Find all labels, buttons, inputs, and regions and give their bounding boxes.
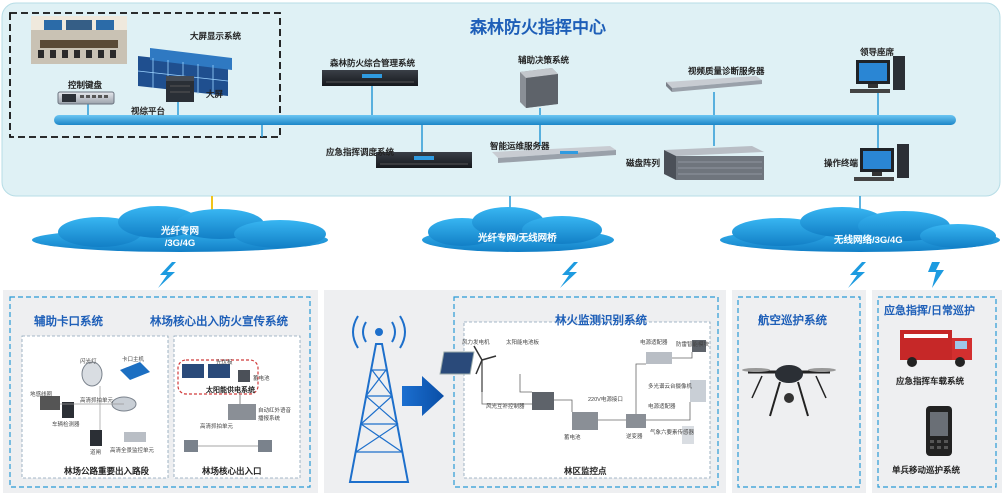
fire-monitor-devices bbox=[439, 340, 706, 444]
panorama-label: 高清全景监控单元 bbox=[110, 448, 155, 454]
fire-battery-label: 蓄电池 bbox=[564, 435, 581, 441]
emergency-title: 应急指挥/日常巡护 bbox=[884, 305, 976, 317]
conference-room-image bbox=[31, 16, 127, 64]
inverter-label: 逆变器 bbox=[626, 434, 643, 440]
hd-cam-label: 高清抓拍单元 bbox=[80, 398, 114, 404]
smart-ops-label: 智能运维服务器 bbox=[490, 141, 550, 151]
forest-mgmt-server bbox=[322, 70, 418, 86]
fire-monitor-footer: 林区监控点 bbox=[564, 466, 607, 476]
network-bus bbox=[54, 115, 956, 125]
solar-system-label: 太阳能供电系统 bbox=[206, 387, 255, 394]
wind-solar-ctrl-label: 风光互补控制器 bbox=[486, 404, 525, 410]
cloud-label-1-line2: /3G/4G bbox=[164, 238, 196, 249]
emergency-dispatch-server bbox=[376, 152, 472, 168]
big-screen-label: 大屏 bbox=[206, 89, 224, 99]
core-entry-footer: 林场核心出入口 bbox=[202, 466, 262, 476]
big-screen-system-label: 大屏显示系统 bbox=[190, 31, 242, 41]
detector-label: 地感线圈 bbox=[30, 392, 53, 398]
pan-tilt-label: 多光谱云台摄像机 bbox=[648, 384, 693, 390]
smart-ops-server bbox=[492, 146, 616, 163]
forest-mgmt-label: 森林防火综合管理系统 bbox=[330, 58, 416, 68]
disk-array-label: 磁盘阵列 bbox=[626, 158, 661, 168]
power-220-label: 220V电源接口 bbox=[588, 397, 623, 403]
assist-decision-label: 辅助决策系统 bbox=[518, 55, 570, 65]
emergency-dispatch-label: 应急指挥调度系统 bbox=[326, 147, 395, 157]
gate-label: 道闸 bbox=[90, 450, 102, 456]
lightning-bolts bbox=[158, 262, 944, 288]
core-hdcam-label: 高清抓拍单元 bbox=[200, 424, 234, 430]
cloud-label-2: 光纤专网/无线网桥 bbox=[478, 233, 557, 244]
video-quality-label: 视频质量诊断服务器 bbox=[688, 66, 765, 76]
direction-arrow bbox=[402, 376, 444, 416]
assist-decision-server bbox=[520, 68, 558, 108]
cloud-wireless-3g4g bbox=[720, 207, 1000, 252]
flash-label: 闪光灯 bbox=[80, 359, 97, 365]
weather-label: 气象六要素传感器 bbox=[650, 430, 695, 436]
wind-gen-label: 风力发电机 bbox=[462, 340, 490, 346]
cloud-label-1: 光纤专网 /3G/4G bbox=[150, 226, 210, 250]
fire-monitor-title: 林火监测识别系统 bbox=[555, 315, 647, 327]
op-terminal-label: 操作终端 bbox=[824, 158, 859, 168]
cloud-label-3: 无线网络/3G/4G bbox=[834, 235, 903, 246]
leader-seat-computer bbox=[850, 56, 905, 93]
aerial-title: 航空巡护系统 bbox=[758, 315, 827, 327]
core-entry-title: 林场核心出入防火宣传系统 bbox=[150, 316, 288, 328]
core-entry-devices bbox=[177, 359, 272, 452]
mobile-terminal bbox=[926, 406, 952, 456]
power-adapter2-label: 电源适配器 bbox=[648, 404, 676, 410]
power-adapter-label: 电源适配器 bbox=[640, 340, 668, 346]
panel-dashed-frames bbox=[9, 296, 997, 488]
vehicle-system-label: 应急指挥车载系统 bbox=[896, 376, 965, 386]
cloud-fiber-bridge bbox=[422, 207, 614, 252]
checkpoint-title: 辅助卡口系统 bbox=[34, 316, 103, 328]
center-title: 森林防火指挥中心 bbox=[470, 18, 606, 37]
video-platform-label: 视综平台 bbox=[131, 106, 166, 116]
vehicle-det-label: 车辆检测器 bbox=[52, 422, 80, 428]
ckhost-label: 卡口主机 bbox=[122, 357, 145, 363]
panel-emergency-bg bbox=[872, 290, 1002, 493]
core-battery-label: 蓄电池 bbox=[253, 376, 270, 382]
fire-truck bbox=[900, 330, 972, 367]
control-keyboard-device bbox=[57, 91, 115, 105]
checkpoint-footer: 林场公路重要出入路段 bbox=[64, 466, 150, 476]
control-keyboard-label: 控制键盘 bbox=[68, 80, 103, 90]
mobile-system-label: 单兵移动巡护系统 bbox=[892, 465, 961, 475]
drone bbox=[742, 365, 836, 417]
solar-panel-label: 光伏板 bbox=[216, 360, 233, 366]
op-terminal-computer bbox=[854, 144, 909, 181]
video-quality-server bbox=[666, 76, 762, 92]
anti-thunder-label: 防雷智能模块 bbox=[676, 342, 710, 348]
cloud-label-1-line1: 光纤专网 bbox=[160, 226, 199, 237]
leader-seat-label: 领导座席 bbox=[860, 47, 895, 57]
voice-alarm-label: 自动红外语音播报系统 bbox=[258, 408, 292, 422]
display-group-frame bbox=[9, 12, 281, 138]
signal-tower bbox=[348, 315, 410, 483]
solar-label: 太阳能电池板 bbox=[506, 340, 540, 346]
checkpoint-devices bbox=[40, 361, 150, 446]
disk-array-device bbox=[664, 146, 764, 180]
cloud-fiber-3g4g bbox=[32, 206, 328, 252]
video-platform-device bbox=[166, 76, 194, 102]
